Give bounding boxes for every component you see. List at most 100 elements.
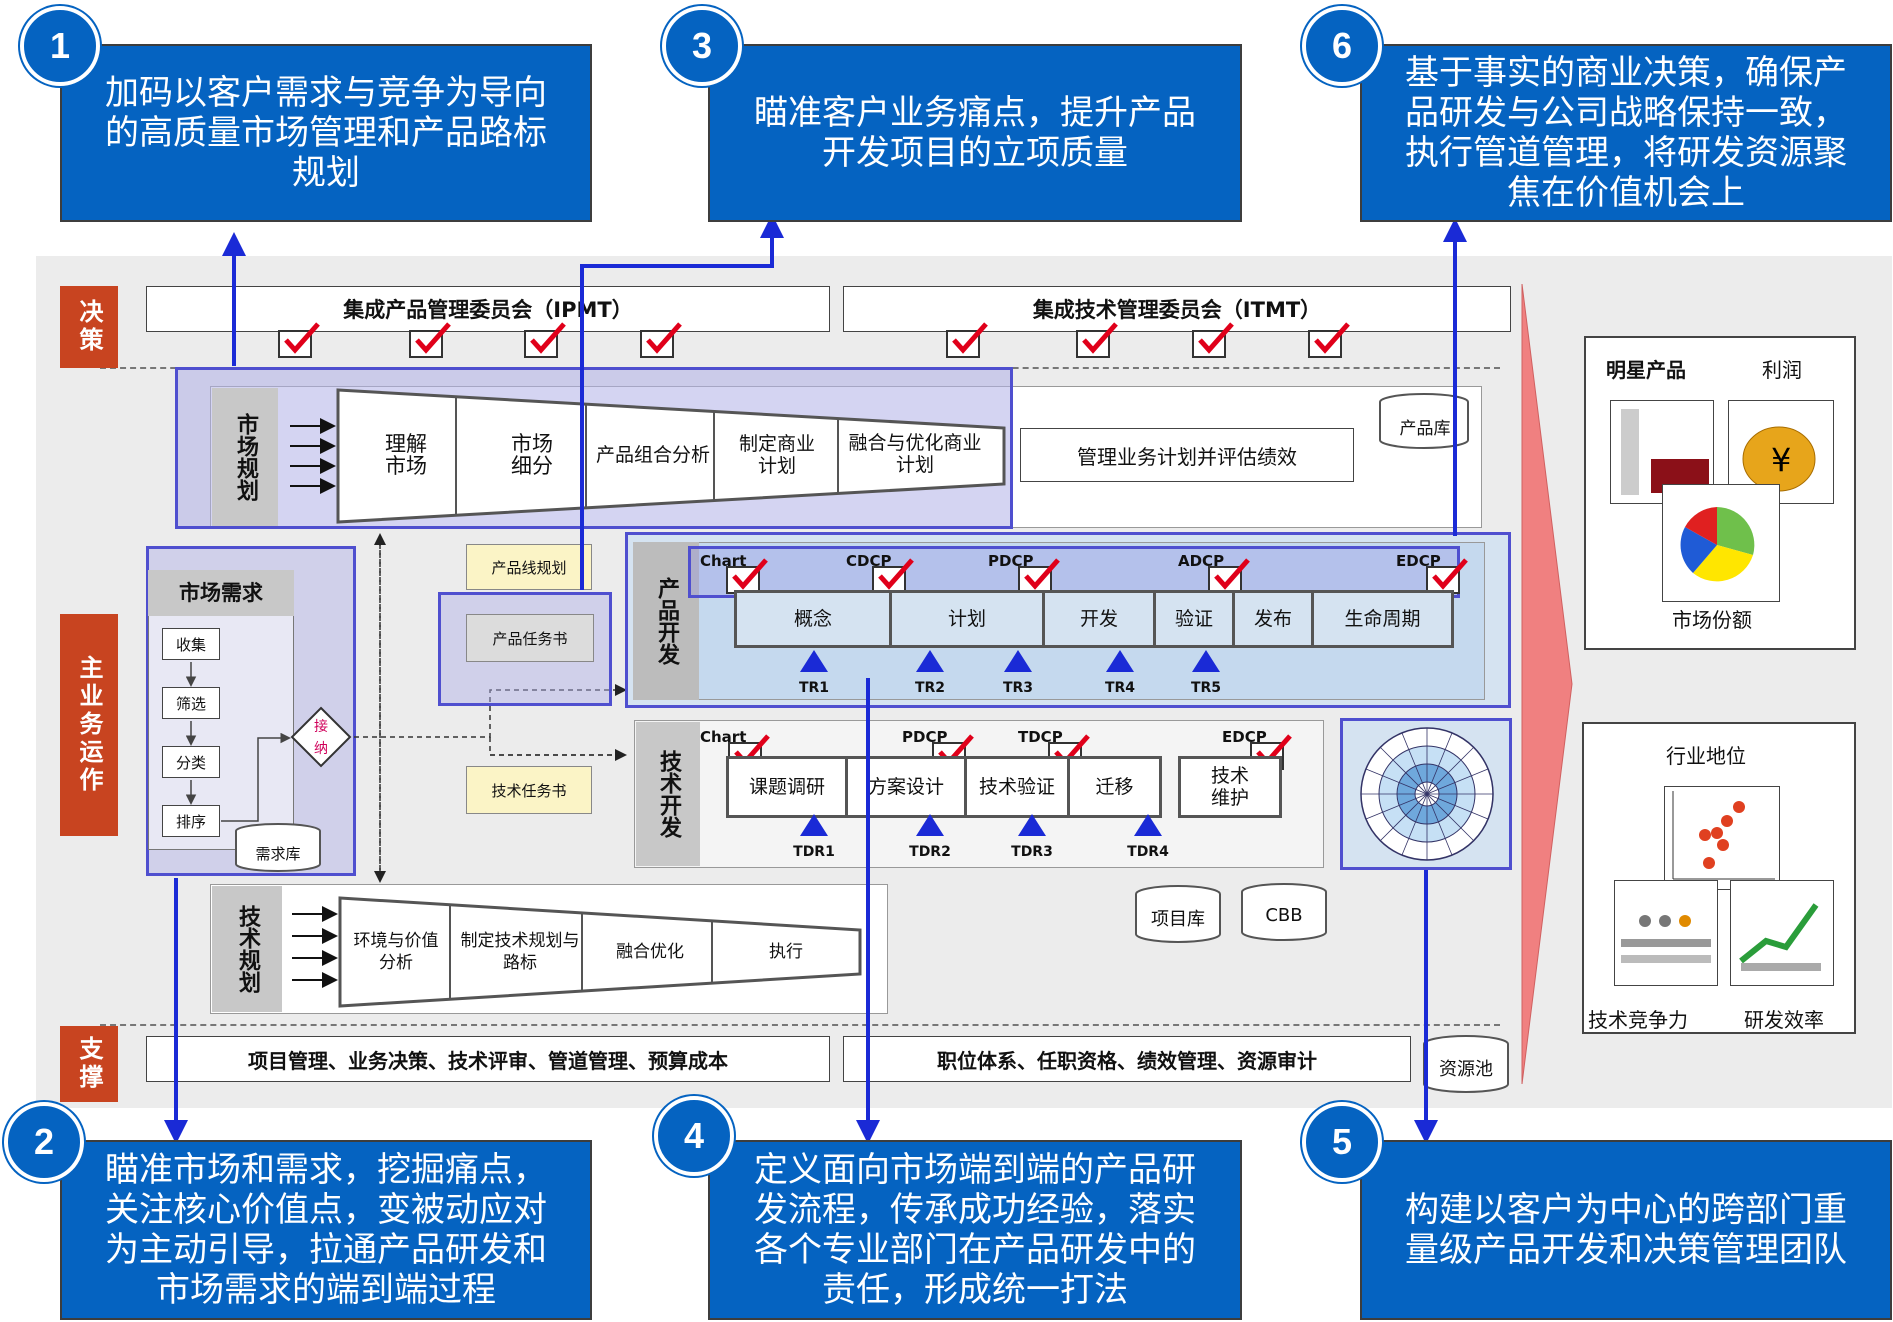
callout-3: 瞄准客户业务痛点，提升产品开发项目的立项质量 — [708, 44, 1242, 222]
market-share-image — [1662, 484, 1780, 602]
accept-label: 接纳 — [314, 719, 328, 757]
doc-product-task: 产品任务书 — [466, 614, 594, 662]
check-icon — [409, 322, 451, 358]
knowledge-map-icon — [1360, 727, 1494, 861]
check-icon — [946, 322, 988, 358]
rd-efficiency-image — [1730, 880, 1834, 986]
check-icon — [640, 322, 682, 358]
review-tr3: TR3 — [1002, 680, 1034, 696]
review-tdr3: TDR3 — [1011, 844, 1053, 860]
product-repo-label: 产品库 — [1399, 419, 1451, 439]
demand-repo-icon — [235, 823, 321, 872]
market-step-5: 融合与优化商业计划 — [848, 432, 982, 476]
callout-5-number: 5 — [1302, 1102, 1382, 1182]
doc-product-line-plan: 产品线规划 — [466, 544, 592, 590]
demand-flow-arrows — [185, 662, 291, 822]
profit-image: ¥ — [1728, 400, 1834, 504]
phase-lifecycle: 生命周期 — [1344, 608, 1421, 630]
input-arrows — [290, 418, 336, 494]
tech-step-4: 执行 — [769, 942, 803, 962]
tech-phase-migrate: 迁移 — [1095, 776, 1134, 798]
committee-ipmt: 集成产品管理委员会（IPMT） — [146, 286, 830, 332]
label-profit: 利润 — [1762, 358, 1802, 382]
market-step-3: 产品组合分析 — [595, 444, 710, 466]
label-tech-competitiveness: 技术竞争力 — [1588, 1008, 1688, 1032]
resource-pool-label: 资源池 — [1439, 1059, 1493, 1080]
tech-gate-pdcp: PDCP — [902, 728, 948, 746]
label-market-share: 市场份额 — [1672, 608, 1752, 632]
tech-phase-row: 课题调研 方案设计 技术验证 迁移 — [726, 756, 1162, 818]
review-tr1: TR1 — [798, 680, 830, 696]
market-step-1: 理解市场 — [385, 432, 427, 478]
callout-2-number: 2 — [4, 1102, 84, 1182]
check-icon — [278, 322, 320, 358]
callout-3-number: 3 — [662, 6, 742, 86]
review-triangle — [1192, 650, 1220, 672]
demand-repo-label: 需求库 — [255, 845, 301, 863]
tech-gate-chart: Chart — [700, 728, 747, 746]
callout-6: 基于事实的商业决策，确保产品研发与公司战略保持一致，执行管道管理，将研发资源聚焦… — [1360, 44, 1892, 222]
phase-release: 发布 — [1235, 593, 1314, 645]
industry-position-image — [1664, 786, 1780, 890]
gate-edcp: EDCP — [1396, 552, 1441, 570]
separator-support — [100, 1024, 1500, 1026]
product-phase-row: 概念 计划 开发 验证 发布 生命周期 — [734, 590, 1454, 648]
market-step-2: 市场细分 — [511, 432, 553, 478]
phase-concept: 概念 — [737, 593, 892, 645]
dashed-connectors — [354, 533, 627, 883]
tech-planning-title: 技术规划 — [212, 886, 282, 1012]
tech-phase-verify: 技术验证 — [967, 759, 1070, 815]
manage-plan: 管理业务计划并评估绩效 — [1020, 428, 1354, 482]
check-icon — [726, 558, 768, 594]
market-demand-title: 市场需求 — [148, 570, 294, 616]
support-right: 职位体系、任职资格、绩效管理、资源审计 — [843, 1036, 1411, 1082]
gate-cdcp: CDCP — [846, 552, 892, 570]
gate-chart: Chart — [700, 552, 747, 570]
review-triangle — [1004, 650, 1032, 672]
tech-input-arrows — [292, 906, 338, 988]
callout-4-number: 4 — [654, 1096, 734, 1176]
tech-phase-research: 课题调研 — [729, 759, 848, 815]
market-planning-title: 市场规划 — [212, 388, 278, 526]
label-star-product: 明星产品 — [1606, 358, 1686, 382]
demand-step-rank: 排序 — [162, 805, 220, 837]
callout-2: 瞄准市场和需求，挖掘痛点，关注核心价值点，变被动应对为主动引导，拉通产品研发和市… — [60, 1140, 592, 1320]
project-repo-icon — [1135, 885, 1221, 943]
tech-step-3: 融合优化 — [616, 942, 684, 962]
callout-1-number: 1 — [20, 6, 100, 86]
check-icon — [1308, 322, 1350, 358]
callout-6-number: 6 — [1302, 6, 1382, 86]
demand-step-filter: 筛选 — [162, 687, 220, 719]
tech-phase-design: 方案设计 — [848, 759, 967, 815]
layer-support: 支撑 — [60, 1026, 118, 1102]
review-tdr2: TDR2 — [909, 844, 951, 860]
check-icon — [1192, 322, 1234, 358]
tech-gate-edcp: EDCP — [1222, 728, 1267, 746]
tech-gate-tdcp: TDCP — [1018, 728, 1063, 746]
layer-main: 主业务运作 — [60, 614, 118, 836]
tech-review-triangle — [916, 814, 944, 836]
review-tdr4: TDR4 — [1127, 844, 1169, 860]
tech-competitiveness-image — [1614, 880, 1718, 986]
tech-review-triangle — [800, 814, 828, 836]
review-triangle — [800, 650, 828, 672]
market-step-4: 制定商业计划 — [738, 433, 815, 477]
callout-5: 构建以客户为中心的跨部门重量级产品开发和决策管理团队 — [1360, 1140, 1892, 1320]
support-left: 项目管理、业务决策、技术评审、管道管理、预算成本 — [146, 1036, 830, 1082]
committee-itmt: 集成技术管理委员会（ITMT） — [843, 286, 1511, 332]
check-icon — [1076, 322, 1118, 358]
label-rd-efficiency: 研发效率 — [1744, 1008, 1824, 1032]
review-tr2: TR2 — [914, 680, 946, 696]
phase-verify: 验证 — [1156, 593, 1235, 645]
tech-dev-title: 技术开发 — [636, 722, 700, 866]
label-industry-position: 行业地位 — [1666, 744, 1746, 768]
review-triangle — [916, 650, 944, 672]
review-tr5: TR5 — [1190, 680, 1222, 696]
tech-review-triangle — [1134, 814, 1162, 836]
callout-4: 定义面向市场端到端的产品研发流程，传承成功经验，落实各个专业部门在产品研发中的责… — [708, 1140, 1242, 1320]
layer-decision: 决策 — [60, 286, 118, 368]
review-tr4: TR4 — [1104, 680, 1136, 696]
accept-diamond — [290, 706, 352, 768]
review-tdr1: TDR1 — [793, 844, 835, 860]
